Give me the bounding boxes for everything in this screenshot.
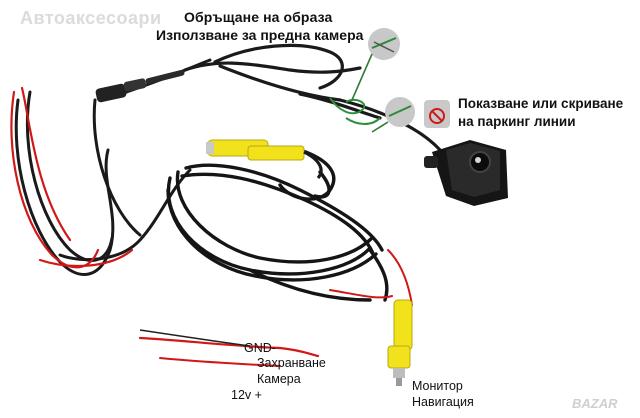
- parking-label-line2: на паркинг линии: [458, 114, 576, 129]
- gnd-wire: [139, 329, 251, 347]
- red-wire-lower: [159, 249, 413, 367]
- navigation-label: Навигация: [412, 395, 474, 409]
- camera-module: [424, 140, 508, 206]
- v12-label: 12v +: [231, 388, 262, 402]
- gnd-label: GND-: [244, 341, 276, 355]
- no-parking-lines-icon: [424, 100, 450, 128]
- power-label: Захранване: [257, 356, 326, 370]
- bazar-logo: BAZAR: [572, 396, 618, 411]
- monitor-label: Монитор: [412, 379, 463, 393]
- mirror-label-line2: Използване за предна камера: [156, 27, 364, 43]
- green-loop-wire: [329, 97, 381, 125]
- rca-cable-coil: [166, 148, 389, 302]
- pointer-lines: [351, 53, 389, 133]
- inline-connector: [95, 69, 185, 103]
- mirror-label-line1: Обръщане на образа: [184, 9, 333, 25]
- cut-wire-detail-icon: [385, 97, 415, 127]
- rca-connector-top: [206, 139, 323, 180]
- cut-wire-icon: [368, 28, 400, 60]
- watermark: Автоаксесоари: [20, 8, 162, 28]
- camera-label: Камера: [257, 372, 301, 386]
- red-power-wire: [10, 86, 320, 358]
- parking-label-line1: Показване или скриване: [458, 96, 624, 111]
- rca-connector-bottom: [387, 299, 413, 386]
